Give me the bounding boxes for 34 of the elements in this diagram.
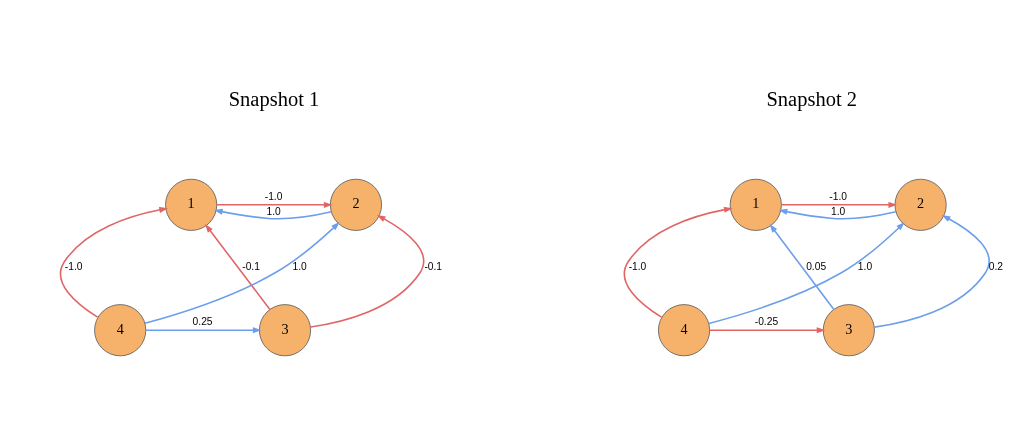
node-circle: 4 [94,303,147,356]
edge-label: 0.25 [192,315,213,327]
edge-label: 0.2 [988,260,1004,272]
arrow [623,206,733,318]
arrow [769,223,835,310]
node-circle: 4 [658,303,711,356]
edge-label: 1.0 [857,260,873,272]
edge-label: 1.0 [266,205,281,217]
edge-label: -1.0 [64,260,83,272]
arrow [708,221,905,324]
arrow [873,214,990,328]
arrow [309,214,425,328]
arrow [709,326,826,333]
edge-label: 1.0 [831,205,846,217]
node-circle: 3 [258,303,312,356]
edge-label: -0.1 [424,260,443,272]
arrow [144,221,340,324]
edge-label: 1.0 [292,260,307,272]
edge-label: -1.0 [829,190,848,202]
label: Snapshot 1 [228,87,320,110]
arrow [59,206,168,318]
edge-label: -0.1 [242,260,260,272]
arrow [145,326,262,333]
label: Snapshot 2 [766,87,858,110]
edge-label: -0.25 [754,315,779,327]
arrow [213,208,333,219]
arrow [205,223,271,310]
arrow [778,208,897,219]
edge-label: -1.0 [264,190,283,202]
edge-label: -1.0 [628,260,647,272]
arrow [780,201,898,208]
node-circle: 3 [822,303,875,356]
edge-label: 0.05 [806,260,827,272]
arrow [216,201,333,208]
